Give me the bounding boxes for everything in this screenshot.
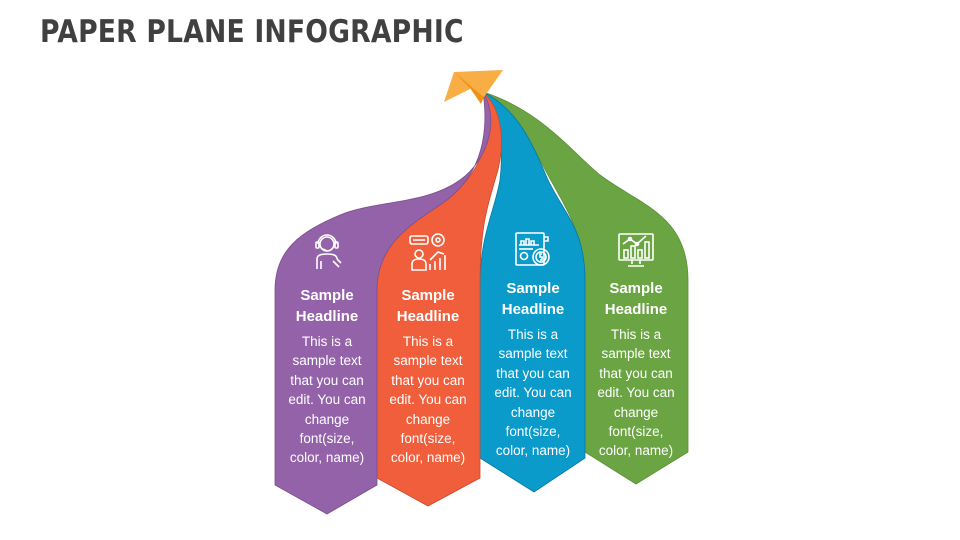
body-line: This is a <box>301 334 353 349</box>
body-text-3: This is a sample text that you can edit.… <box>485 325 581 461</box>
body-line: edit. You can <box>389 392 467 408</box>
body-text-4: This is a sample text that you can edit.… <box>588 325 684 461</box>
ribbon-blue <box>479 90 586 493</box>
headline-4-line2: Headline <box>604 301 668 318</box>
body-text-1: This is a sample text that you can edit.… <box>280 332 374 468</box>
body-line: color, name) <box>495 443 571 459</box>
headline-1-line2: Headline <box>295 308 359 325</box>
body-line: sample text <box>601 346 671 362</box>
headline-3-line1: Sample <box>506 280 560 297</box>
column-3: Sample Headline This is a sample text th… <box>485 226 581 466</box>
body-line: sample text <box>292 353 362 369</box>
headline-2-line2: Headline <box>396 308 460 325</box>
support-agent-icon <box>315 234 342 269</box>
headline-1-line1: Sample <box>300 287 354 304</box>
body-line: This is a <box>402 334 454 349</box>
body-line: change <box>405 411 451 427</box>
body-line: color, name) <box>598 443 674 459</box>
body-line: that you can <box>496 365 570 381</box>
page-title: PAPER PLANE INFOGRAPHIC <box>40 14 464 50</box>
column-4: Sample Headline This is a sample text th… <box>588 226 684 466</box>
body-line: font(size, <box>505 424 561 440</box>
ribbon-purple <box>274 91 492 515</box>
body-line: color, name) <box>289 450 365 466</box>
body-line: This is a <box>507 327 559 342</box>
presenter-analytics-icon <box>409 233 446 271</box>
body-line: change <box>304 411 350 427</box>
body-line: font(size, <box>299 431 355 447</box>
body-line: edit. You can <box>494 385 572 401</box>
body-line: This is a <box>610 327 662 342</box>
body-line: sample text <box>498 346 568 362</box>
body-line: font(size, <box>608 424 664 440</box>
monitor-chart-icon <box>618 233 654 267</box>
column-1: Sample Headline This is a sample text th… <box>280 228 374 478</box>
body-line: that you can <box>391 372 465 388</box>
headline-4-line1: Sample <box>609 280 663 297</box>
body-text-2: This is a sample text that you can edit.… <box>381 332 475 468</box>
body-line: that you can <box>599 365 673 381</box>
body-line: edit. You can <box>597 385 675 401</box>
paper-plane-icon <box>444 70 503 104</box>
body-line: font(size, <box>400 431 456 447</box>
body-line: change <box>613 404 659 420</box>
financial-report-icon <box>515 232 550 266</box>
body-line: sample text <box>393 353 463 369</box>
column-2: Sample Headline This is a sample text th… <box>381 228 475 478</box>
body-line: change <box>510 404 556 420</box>
headline-3-line2: Headline <box>501 301 565 318</box>
body-line: that you can <box>290 372 364 388</box>
headline-2-line1: Sample <box>401 287 455 304</box>
body-line: edit. You can <box>288 392 366 408</box>
body-line: color, name) <box>390 450 466 466</box>
